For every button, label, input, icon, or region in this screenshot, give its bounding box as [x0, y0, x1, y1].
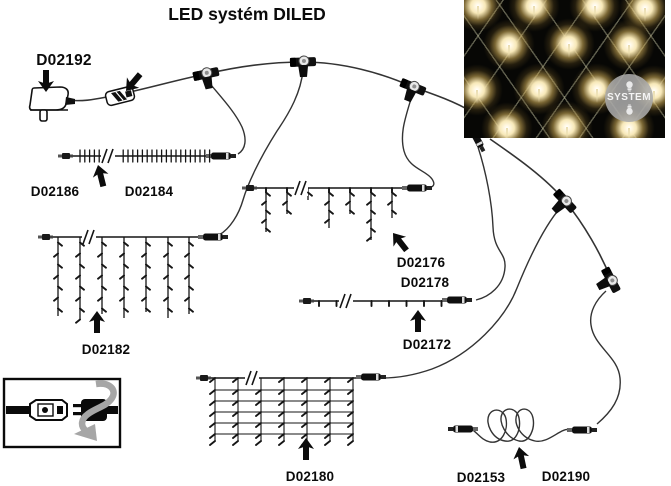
end-connector — [402, 184, 432, 192]
string-d02172 — [299, 292, 472, 310]
inline-controller — [104, 85, 136, 107]
icicle-string — [242, 179, 432, 242]
end-connector — [206, 152, 236, 160]
drop-cable-6 — [589, 290, 621, 425]
end-connector — [58, 153, 73, 159]
label-d02186: D02186 — [30, 184, 80, 199]
string-d02184 — [58, 147, 236, 165]
connector-female — [29, 399, 68, 421]
led-ticks — [75, 241, 85, 324]
connection-inset-box — [2, 377, 122, 449]
label-d02184: D02184 — [124, 184, 174, 199]
t-connector-5 — [591, 265, 623, 300]
led-glow — [603, 19, 655, 71]
t-connector-1 — [191, 64, 223, 92]
led-ticks — [141, 241, 151, 313]
arrow-d02180 — [298, 438, 314, 460]
end-connector — [242, 185, 257, 191]
system-watermark: SYSTEM — [605, 74, 653, 122]
led-ticks — [163, 241, 173, 313]
led-ticks — [282, 191, 292, 215]
led-ticks — [387, 191, 397, 215]
led-ticks — [209, 411, 354, 417]
led-ticks — [53, 241, 63, 313]
end-connector — [196, 375, 211, 381]
curtain-string — [38, 228, 228, 324]
net-lights-photo: SYSTEM — [464, 0, 665, 138]
led-ticks — [209, 377, 354, 383]
led-ticks — [307, 191, 313, 197]
power-adapter — [28, 86, 75, 122]
bulb-icon — [625, 104, 633, 115]
end-connector — [38, 234, 53, 240]
t-connector-4 — [544, 186, 579, 222]
coil-cable — [448, 408, 597, 443]
drop-cable-1 — [206, 79, 246, 155]
drop-cable-2 — [218, 69, 304, 236]
break-mark — [293, 179, 309, 197]
break-mark — [338, 292, 354, 310]
break-mark — [81, 228, 97, 246]
led-ticks — [209, 400, 354, 406]
end-connector — [299, 298, 314, 304]
led-ticks — [209, 440, 354, 446]
led-ticks — [209, 422, 354, 428]
arrow-d02182 — [89, 311, 105, 333]
led-ticks — [318, 300, 443, 307]
arrow-d02172 — [410, 310, 426, 332]
rotate-arrow — [74, 380, 117, 441]
led-ticks — [184, 241, 194, 313]
arrow-icicle — [386, 228, 413, 256]
end-connector — [198, 233, 228, 241]
led-glow — [481, 102, 533, 138]
label-d02182: D02182 — [81, 342, 131, 357]
arrow-d02184 — [90, 163, 112, 189]
end-connector — [448, 425, 478, 433]
led-ticks — [345, 191, 355, 215]
led-ticks — [366, 191, 376, 242]
arrow-coil — [511, 445, 532, 471]
label-d02180: D02180 — [285, 469, 335, 484]
led-ticks — [209, 433, 354, 439]
t-connector-2 — [289, 55, 318, 78]
main-cable-lower — [489, 138, 612, 280]
label-d02172: D02172 — [402, 337, 452, 352]
cable-left — [6, 406, 30, 414]
page-title: LED systém DILED — [168, 4, 326, 24]
led-glow — [541, 101, 593, 138]
watermark-label: SYSTEM — [606, 92, 652, 103]
label-d02178: D02178 — [400, 275, 450, 290]
break-mark — [100, 147, 116, 165]
label-d02190: D02190 — [541, 469, 591, 484]
end-connector — [356, 373, 386, 381]
led-ticks — [119, 241, 129, 313]
drop-cable-3 — [401, 94, 435, 189]
label-d02153: D02153 — [456, 470, 506, 485]
led-ticks — [265, 187, 393, 193]
drop-cable-5 — [381, 206, 562, 379]
led-glow — [543, 18, 595, 70]
led-ticks — [261, 191, 271, 233]
end-connector — [567, 426, 597, 434]
end-connector — [442, 296, 472, 304]
led-ticks — [209, 389, 354, 395]
break-mark — [244, 369, 260, 387]
bulb-icon — [625, 81, 633, 92]
led-ticks — [97, 241, 107, 313]
led-ticks — [324, 191, 334, 224]
led-ticks — [79, 149, 211, 163]
led-glow — [483, 19, 535, 71]
net-string — [196, 369, 386, 446]
led-glow — [464, 64, 503, 116]
label-d02176: D02176 — [396, 255, 446, 270]
label-d02192: D02192 — [36, 52, 92, 69]
drop-cable-4 — [475, 146, 506, 301]
